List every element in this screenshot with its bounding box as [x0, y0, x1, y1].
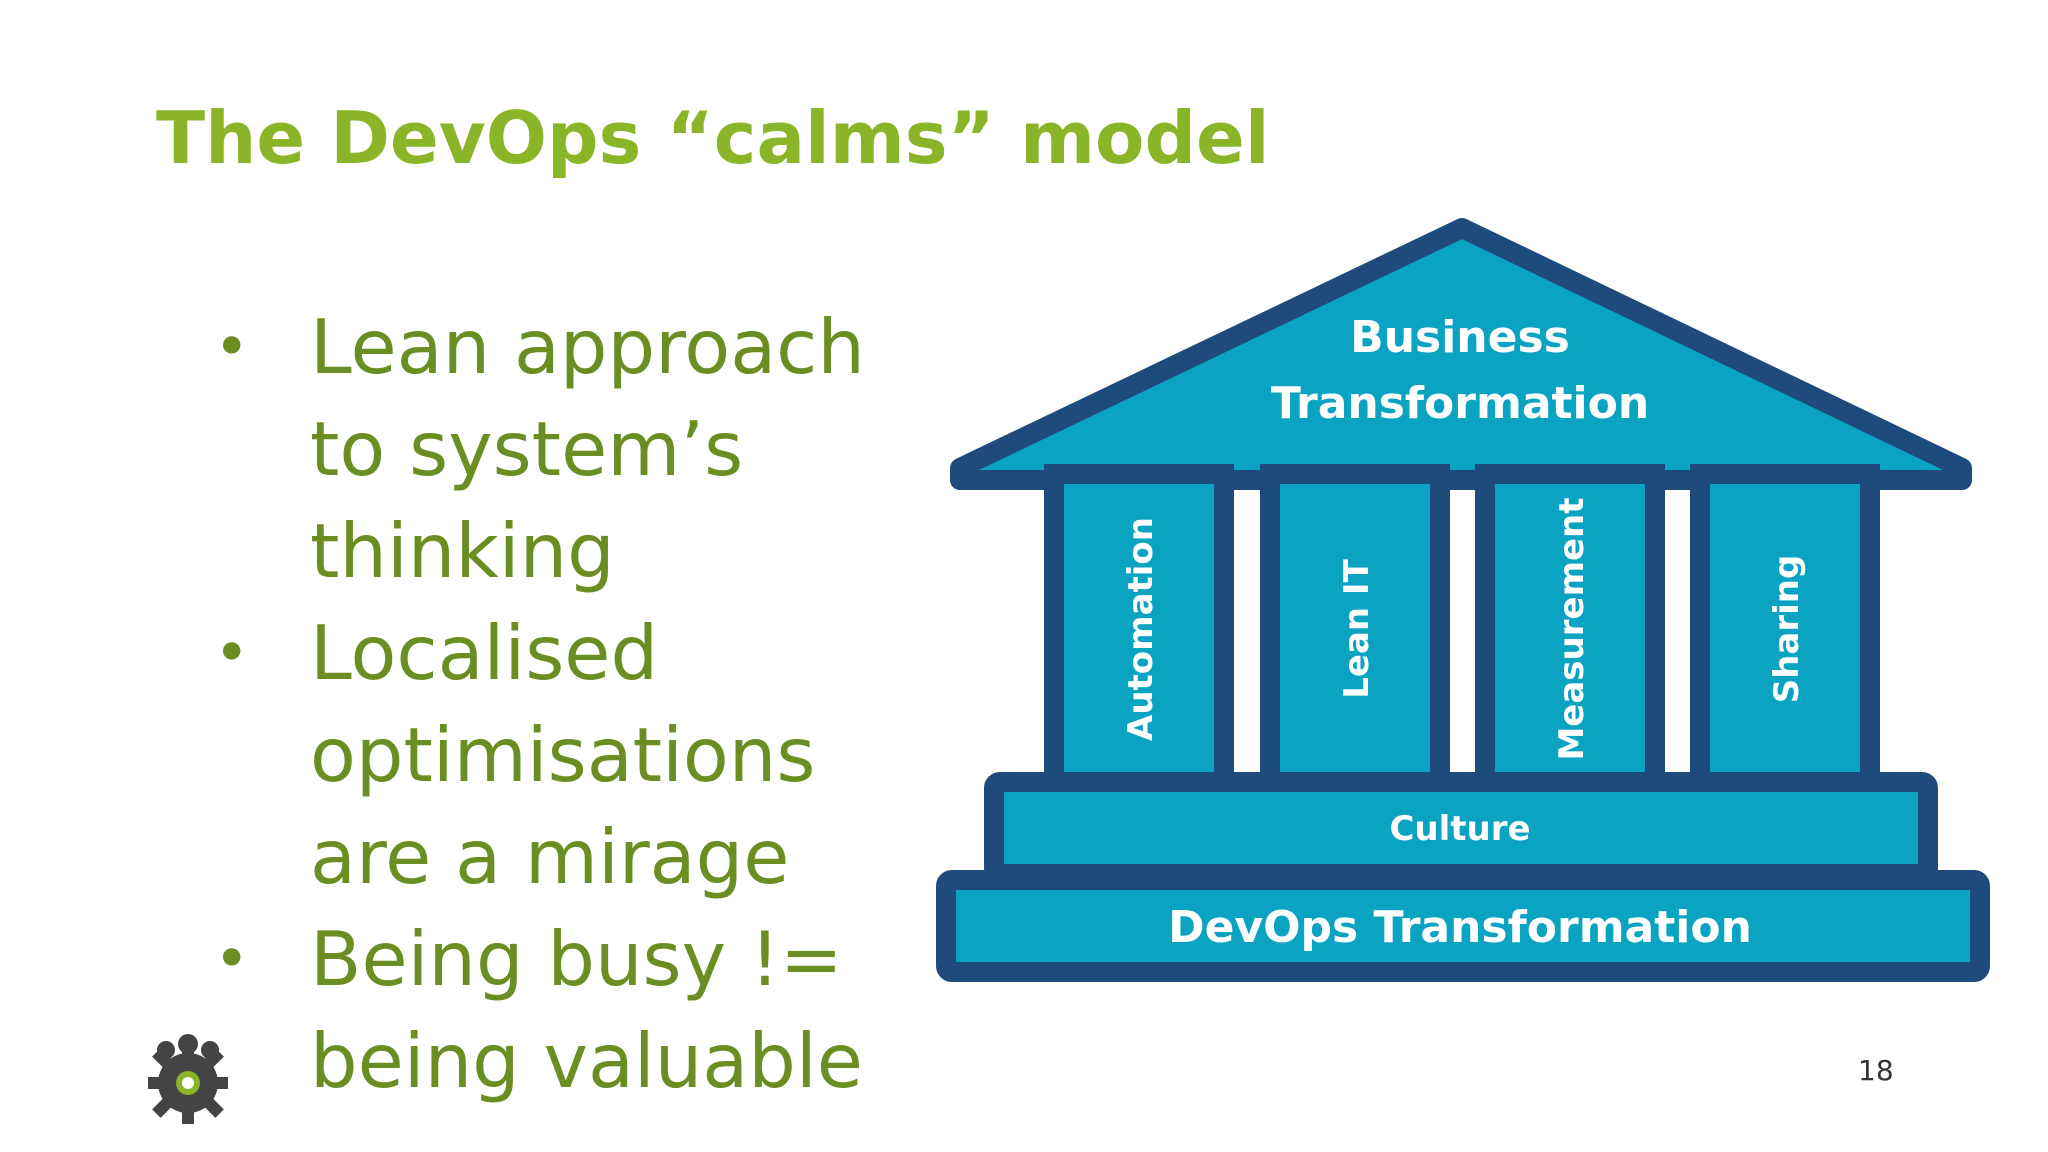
step-culture-label: Culture	[1389, 809, 1530, 849]
bullet-text: Localised optimisations are a mirage	[310, 609, 816, 901]
pillar-measurement: Measurement	[1475, 464, 1665, 794]
pillar-label: Lean IT	[1337, 558, 1377, 698]
pillar-label: Measurement	[1552, 497, 1592, 760]
roof-label-line2: Transformation	[1271, 378, 1649, 429]
bullet-dot-icon: •	[214, 312, 250, 382]
pillar-lean-it: Lean IT	[1260, 464, 1450, 794]
bullet-item: • Being busy != being valuable	[210, 908, 910, 1112]
bullet-item: • Lean approach to system’s thinking	[210, 296, 910, 602]
roof-label-line1: Business	[1350, 312, 1570, 363]
bullet-dot-icon: •	[214, 924, 250, 994]
pillar-automation: Automation	[1044, 464, 1234, 794]
pillar-label: Sharing	[1767, 555, 1807, 704]
bullet-item: • Localised optimisations are a mirage	[210, 602, 910, 908]
step-devops-label: DevOps Transformation	[1168, 902, 1752, 953]
pillar-shape	[1260, 464, 1450, 794]
pillar-shape	[1690, 464, 1880, 794]
bullet-list: • Lean approach to system’s thinking • L…	[210, 296, 910, 1112]
bullet-dot-icon: •	[214, 618, 250, 688]
page-number: 18	[1858, 1054, 1894, 1087]
gear-people-icon	[148, 1034, 228, 1124]
pillar-label: Automation	[1121, 517, 1161, 741]
bullet-text: Lean approach to system’s thinking	[310, 303, 865, 595]
step-devops-transformation	[936, 870, 1990, 982]
bullet-text: Being busy != being valuable	[310, 915, 863, 1105]
calms-temple-diagram: Business Transformation Automation Lean …	[936, 218, 1990, 982]
roof	[950, 218, 1972, 490]
slide-title: The DevOps “calms” model	[156, 96, 1270, 180]
pillar-sharing: Sharing	[1690, 464, 1880, 794]
